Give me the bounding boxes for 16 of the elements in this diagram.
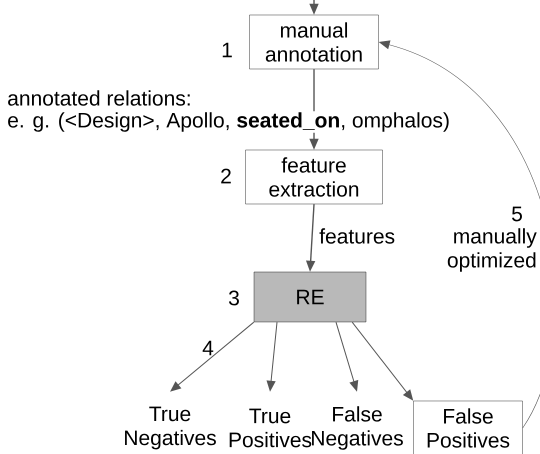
step-number: 4 [202, 340, 214, 356]
outcome-text: True Positives [230, 408, 312, 448]
edge-label: manually optimized [436, 227, 538, 273]
outcome-text: False Negatives [312, 406, 403, 450]
step-number: 5 [512, 206, 522, 222]
edge-label: features [318, 227, 396, 245]
process-box: feature extraction [245, 150, 383, 204]
annotation-note: annotated relations: [8, 90, 190, 106]
process-box: RE [254, 272, 366, 322]
process-box: False Positives [413, 400, 523, 454]
annotation-note: e. g. (<Design>, Apollo, seated_on, omphalos) [6, 111, 451, 133]
process-box: manual annotation [249, 14, 379, 70]
step-number: 2 [221, 168, 231, 184]
step-number: 3 [228, 290, 239, 306]
step-number: 1 [222, 42, 232, 58]
outcome-text: True Negatives [125, 406, 216, 450]
